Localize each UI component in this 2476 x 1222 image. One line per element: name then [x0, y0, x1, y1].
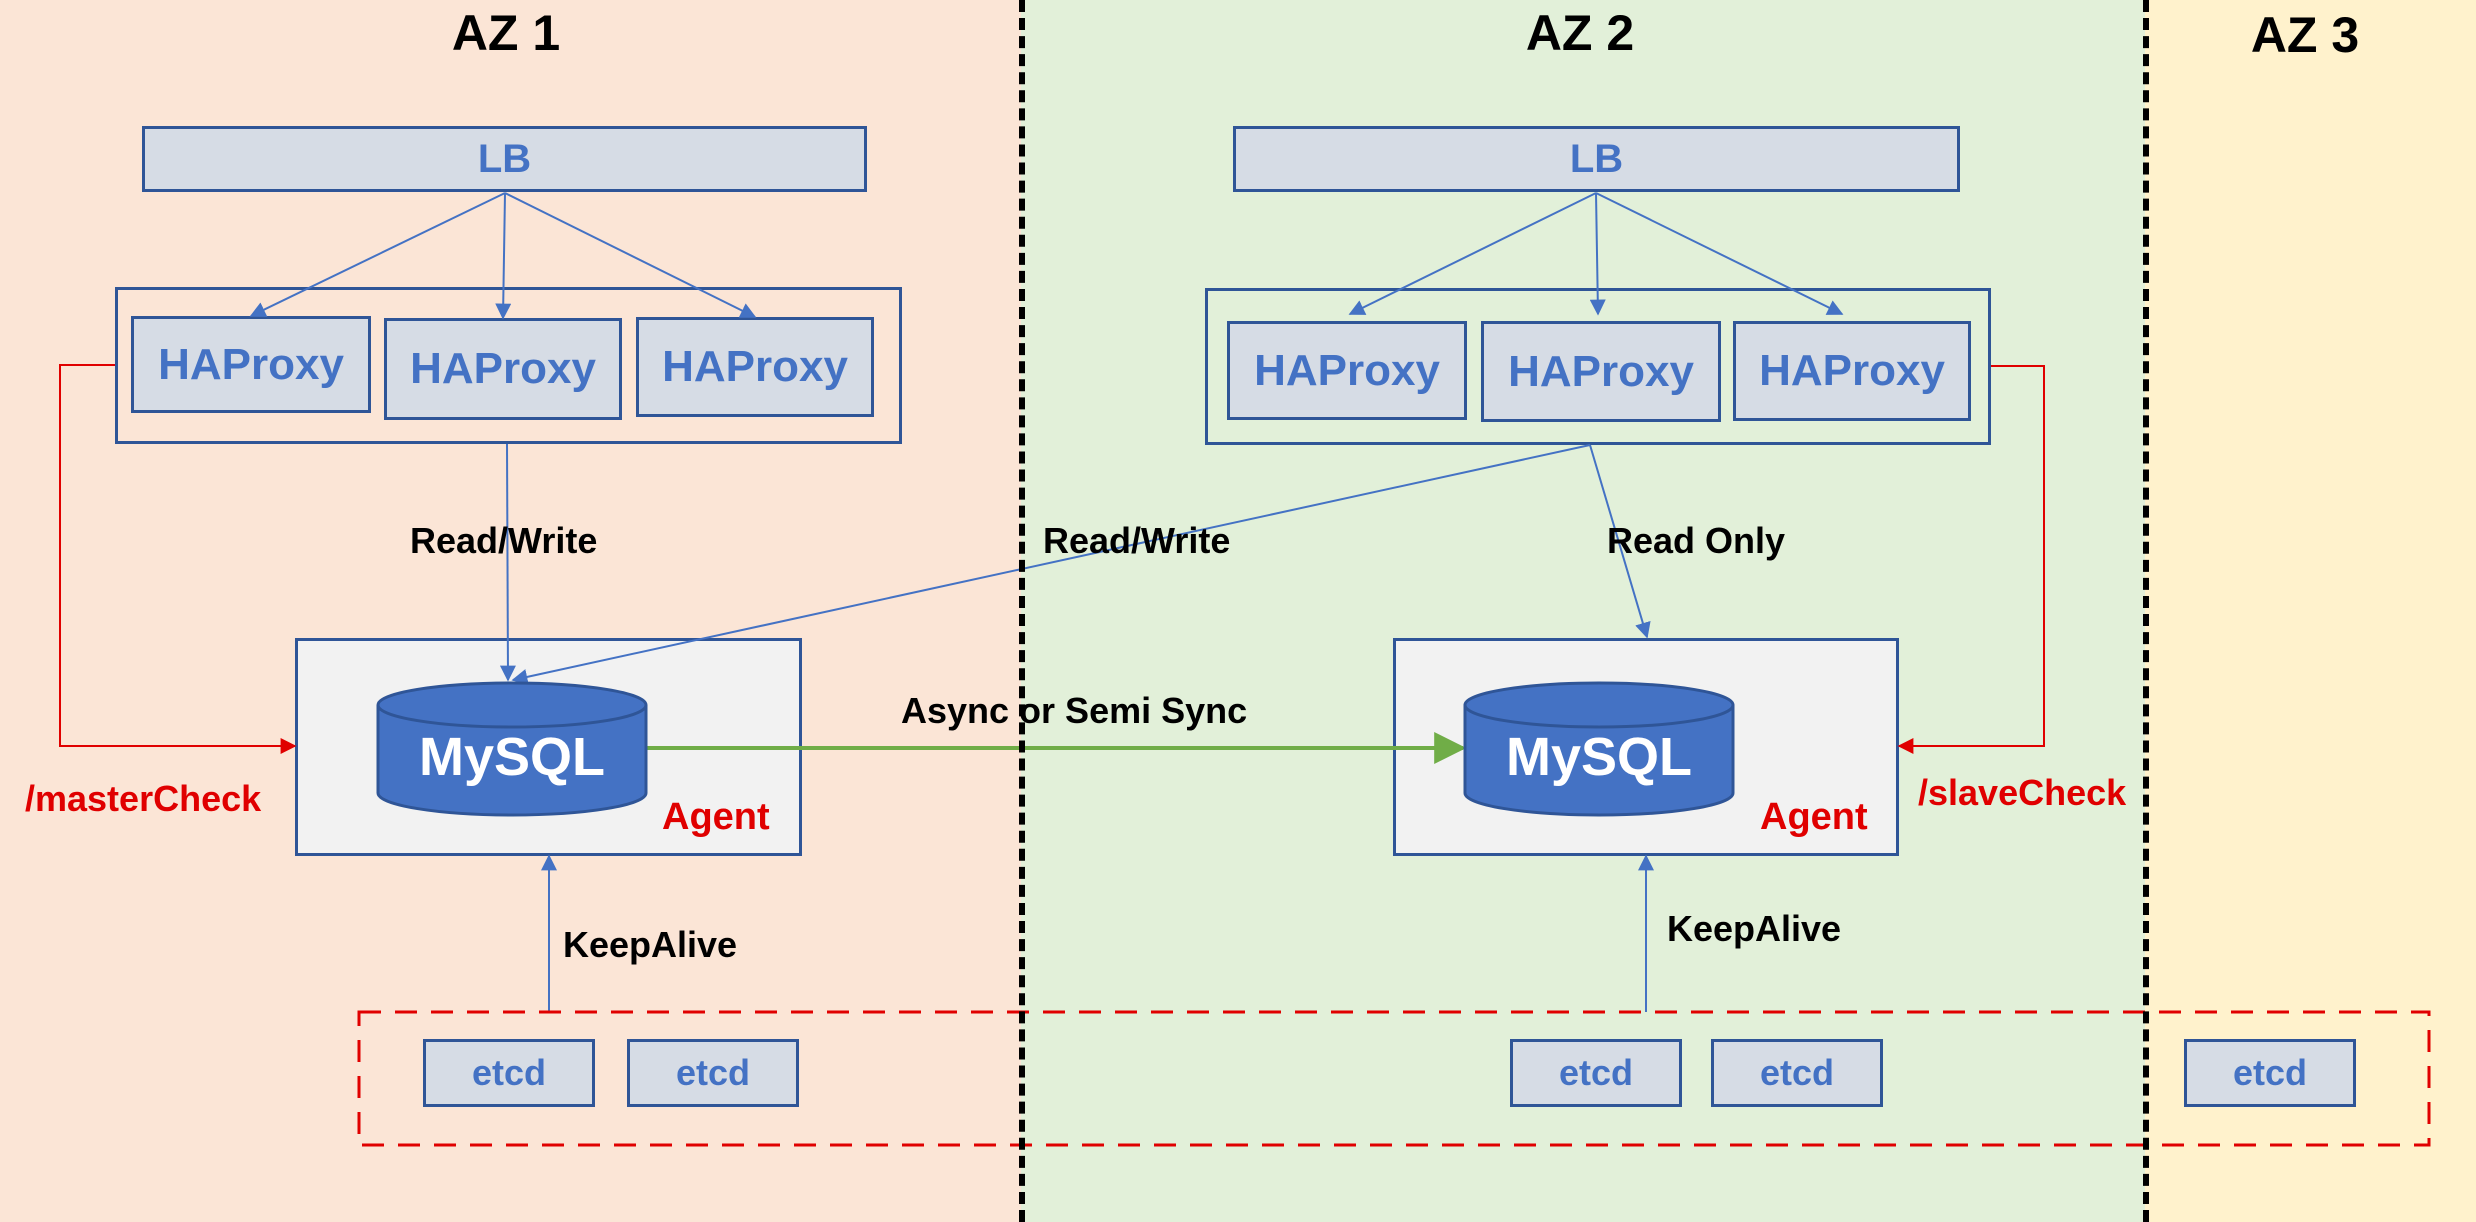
- etcd-node-3: etcd: [1510, 1039, 1682, 1107]
- az1-zone: [0, 0, 1021, 1222]
- az2-haproxy-1: HAProxy: [1227, 321, 1467, 420]
- az1-title: AZ 1: [451, 5, 561, 61]
- etcd-node-4: etcd: [1711, 1039, 1883, 1107]
- az1-mysql-cylinder: [376, 681, 648, 817]
- az2-readonly-arrow: [1589, 444, 1651, 639]
- az1-az2-divider: [1019, 0, 1025, 1222]
- etcd-node-1: etcd: [423, 1039, 595, 1107]
- az2-mysql-cylinder: [1463, 681, 1735, 817]
- master-check-arrow: [59, 364, 297, 754]
- az2-haproxy-2: HAProxy: [1481, 321, 1721, 422]
- az1-mysql-label: MySQL: [418, 727, 606, 787]
- az2-readwrite-cross-arrow: [511, 444, 1591, 685]
- az1-haproxy-3: HAProxy: [636, 317, 874, 417]
- az1-readwrite-label: Read/Write: [410, 520, 598, 561]
- az1-keepalive-label: KeepAlive: [563, 924, 738, 965]
- az1-haproxy-group: [115, 287, 902, 444]
- slave-check-arrow: [1897, 365, 2045, 754]
- az2-agent-label: Agent: [1760, 796, 1868, 838]
- az2-haproxy-3: HAProxy: [1733, 321, 1971, 421]
- az2-az3-divider: [2143, 0, 2149, 1222]
- az3-zone: [2145, 0, 2476, 1222]
- az3-title: AZ 3: [2250, 7, 2360, 63]
- az2-title: AZ 2: [1525, 5, 1635, 61]
- az1-haproxy-1: HAProxy: [131, 316, 371, 413]
- az1-lb-arrows: [249, 192, 757, 320]
- az2-mysql-label: MySQL: [1505, 727, 1693, 787]
- az2-keepalive-label: KeepAlive: [1667, 908, 1842, 949]
- az1-haproxy-2: HAProxy: [384, 318, 622, 420]
- slave-check-label: /slaveCheck: [1918, 772, 2127, 813]
- etcd-cluster-boundary: [357, 1010, 2431, 1147]
- etcd-node-2: etcd: [627, 1039, 799, 1107]
- replication-label: Async or Semi Sync: [901, 690, 1248, 731]
- etcd-node-5: etcd: [2184, 1039, 2356, 1107]
- az2-zone: [1021, 0, 2145, 1222]
- master-check-label: /masterCheck: [25, 778, 262, 819]
- az2-readonly-label: Read Only: [1607, 520, 1786, 561]
- az2-lb: LB: [1233, 126, 1960, 192]
- az2-lb-arrows: [1348, 192, 1844, 316]
- az1-lb: LB: [142, 126, 867, 192]
- az1-agent-label: Agent: [662, 796, 770, 838]
- az2-readwrite-cross-label: Read/Write: [1043, 520, 1231, 561]
- az1-readwrite-arrow: [499, 443, 516, 682]
